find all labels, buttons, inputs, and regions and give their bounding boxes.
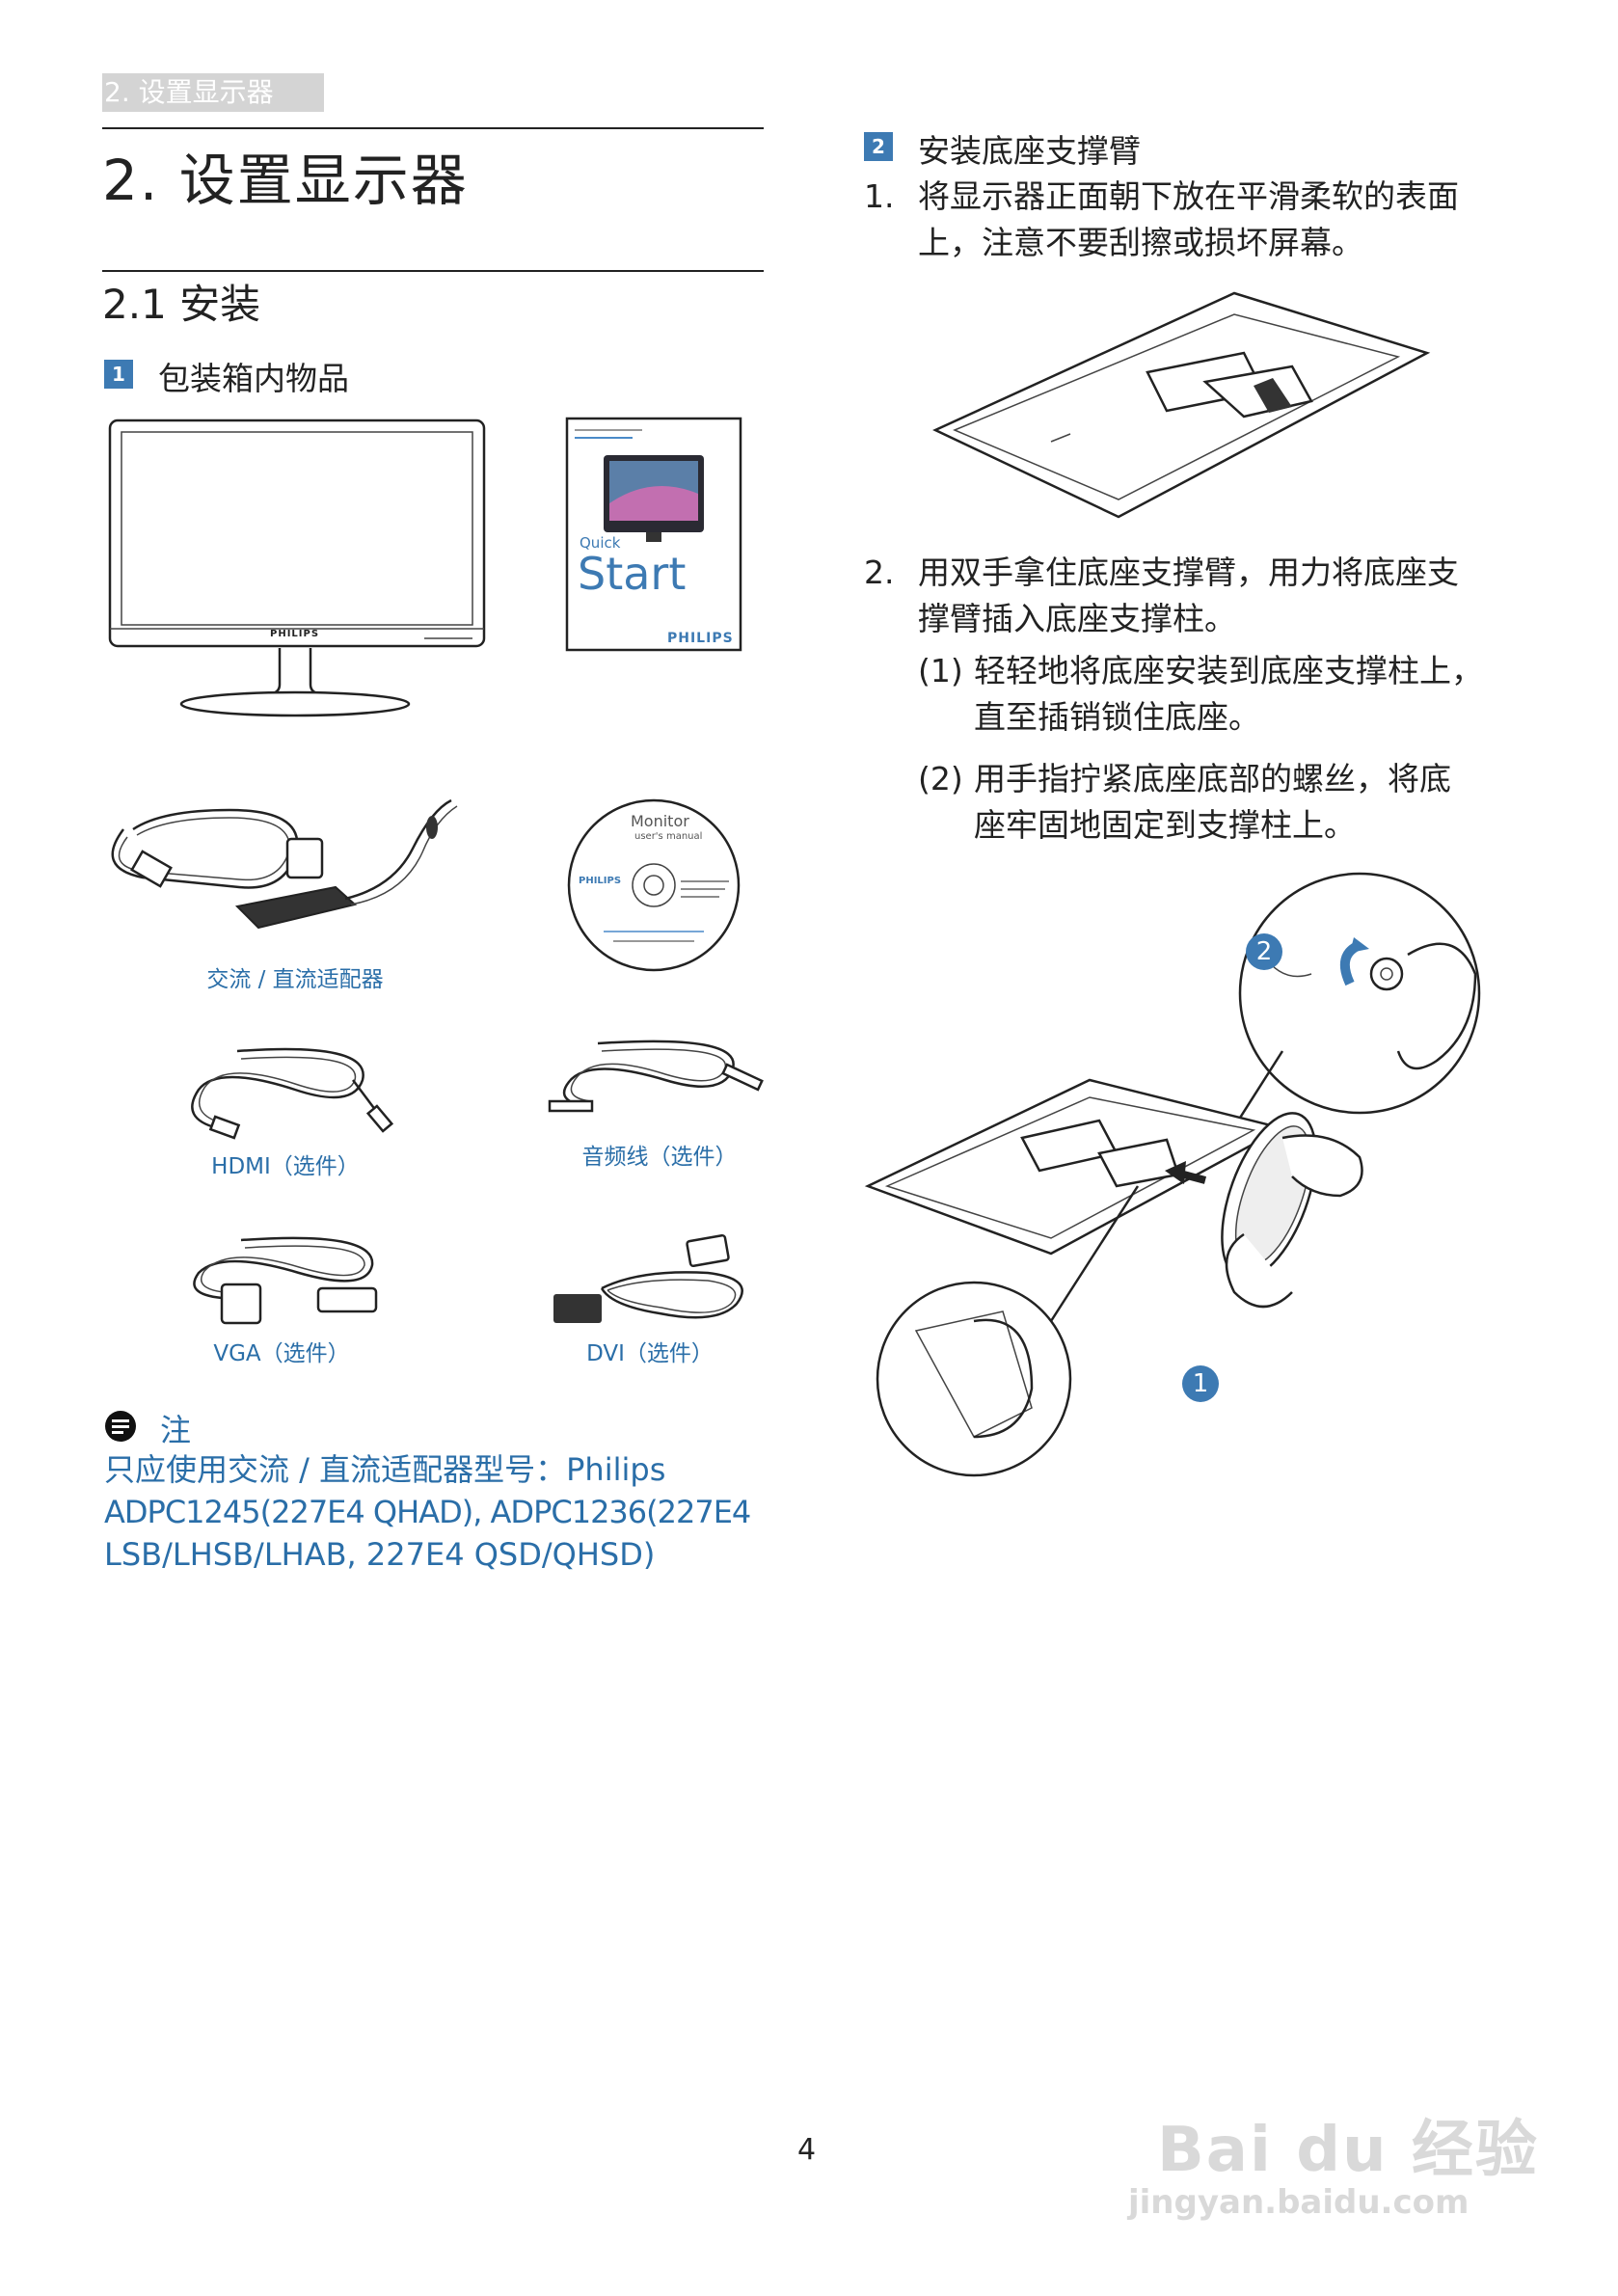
cd-title: Monitor xyxy=(631,812,689,830)
monitor-facedown-illustration xyxy=(932,291,1431,519)
section-badge-2: 2 xyxy=(864,132,893,161)
sub1-number: (1) xyxy=(918,652,963,689)
step2-line1: 用双手拿住底座支撑臂，用力将底座支 xyxy=(918,554,1459,591)
section-title: 2.1 安装 xyxy=(102,281,261,328)
hdmi-illustration xyxy=(191,1047,394,1140)
note-line-3: LSB/LHSB/LHAB, 227E4 QSD/QHSD) xyxy=(104,1536,656,1573)
step1-line2: 上，注意不要刮擦或损坏屏幕。 xyxy=(918,224,1363,261)
section-tab: 2. 设置显示器 xyxy=(102,73,324,112)
note-line-2: ADPC1245(227E4 QHAD), ADPC1236(227E4 xyxy=(104,1494,751,1530)
quickstart-line1: Quick xyxy=(580,534,621,552)
install-arm-title: 安装底座支撑臂 xyxy=(918,132,1141,170)
note-title: 注 xyxy=(160,1412,192,1448)
section-rule xyxy=(102,270,764,272)
callout-1: 1 xyxy=(1182,1365,1219,1402)
cd-illustration xyxy=(567,798,741,972)
sub2-line2: 座牢固地固定到支撑柱上。 xyxy=(974,806,1356,844)
monitor-illustration xyxy=(108,419,486,717)
quickstart-brand: PHILIPS xyxy=(667,631,734,646)
dvi-illustration xyxy=(553,1233,743,1323)
cd-brand: PHILIPS xyxy=(579,876,622,886)
callout-2: 2 xyxy=(1246,933,1282,970)
sub2-line1: 用手指拧紧底座底部的螺丝，将底 xyxy=(974,760,1451,797)
caption-dvi: DVI（选件） xyxy=(586,1341,714,1366)
step1-number: 1. xyxy=(864,177,895,215)
sub2-number: (2) xyxy=(918,760,963,797)
note-line-1: 只应使用交流 / 直流适配器型号：Philips xyxy=(104,1451,666,1488)
sub1-line1: 轻轻地将底座安装到底座支撑柱上， xyxy=(974,652,1483,689)
watermark-brand: Bai du 经验 xyxy=(1157,2115,1539,2186)
quickstart-line2: Start xyxy=(578,548,687,600)
watermark-url: jingyan.baidu.com xyxy=(1128,2183,1470,2222)
cd-subtitle: user's manual xyxy=(634,831,703,842)
step2-number: 2. xyxy=(864,554,895,591)
caption-hdmi: HDMI（选件） xyxy=(211,1154,360,1179)
section-badge-1: 1 xyxy=(104,360,133,389)
base-install-illustration xyxy=(864,872,1481,1477)
caption-adapter: 交流 / 直流适配器 xyxy=(206,967,384,992)
caption-vga: VGA（选件） xyxy=(213,1341,350,1366)
quickstart-illustration xyxy=(565,417,742,652)
audio-illustration xyxy=(548,1040,764,1113)
note-icon xyxy=(105,1411,136,1442)
caption-audio: 音频线（选件） xyxy=(581,1145,738,1170)
step1-line1: 将显示器正面朝下放在平滑柔软的表面 xyxy=(918,177,1459,215)
header-rule xyxy=(102,127,764,129)
page-number: 4 xyxy=(797,2133,817,2167)
vga-illustration xyxy=(193,1236,378,1325)
adapter-illustration xyxy=(111,798,458,930)
monitor-brand-label: PHILIPS xyxy=(270,629,320,639)
sub1-line2: 直至插销锁住底座。 xyxy=(974,698,1260,736)
box-contents-title: 包装箱内物品 xyxy=(158,360,349,397)
step2-line2: 撑臂插入底座支撑柱。 xyxy=(918,600,1236,637)
chapter-title: 2. 设置显示器 xyxy=(102,148,469,213)
